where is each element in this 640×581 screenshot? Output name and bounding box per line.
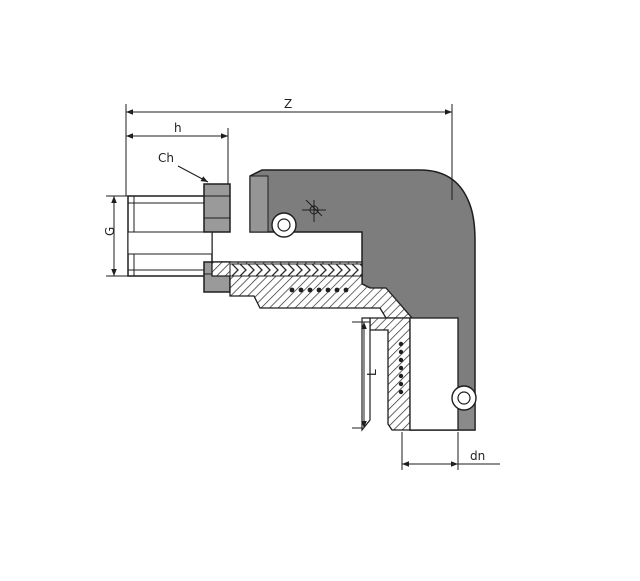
spring-coils	[289, 287, 349, 293]
label-ch: Ch	[158, 151, 174, 165]
leader-ch	[177, 165, 209, 183]
spring-coils-vertical	[398, 341, 404, 395]
dimension-l	[352, 321, 370, 429]
body-shoulder	[249, 175, 269, 233]
socket-bore	[409, 317, 459, 431]
hex-nut	[203, 183, 231, 233]
label-dn: dn	[470, 449, 485, 463]
label-l: L	[365, 369, 379, 376]
threaded-bore	[127, 231, 213, 255]
terminal-pin-lower	[451, 385, 477, 411]
dimension-h	[126, 128, 229, 184]
terminal-pin-upper	[271, 199, 326, 238]
label-h: h	[174, 121, 182, 135]
dimension-g	[106, 195, 128, 277]
label-z: Z	[284, 97, 292, 111]
chevron-band	[229, 263, 363, 277]
dimension-z	[125, 104, 453, 200]
label-g: G	[103, 227, 117, 236]
dimension-dn	[401, 432, 500, 470]
